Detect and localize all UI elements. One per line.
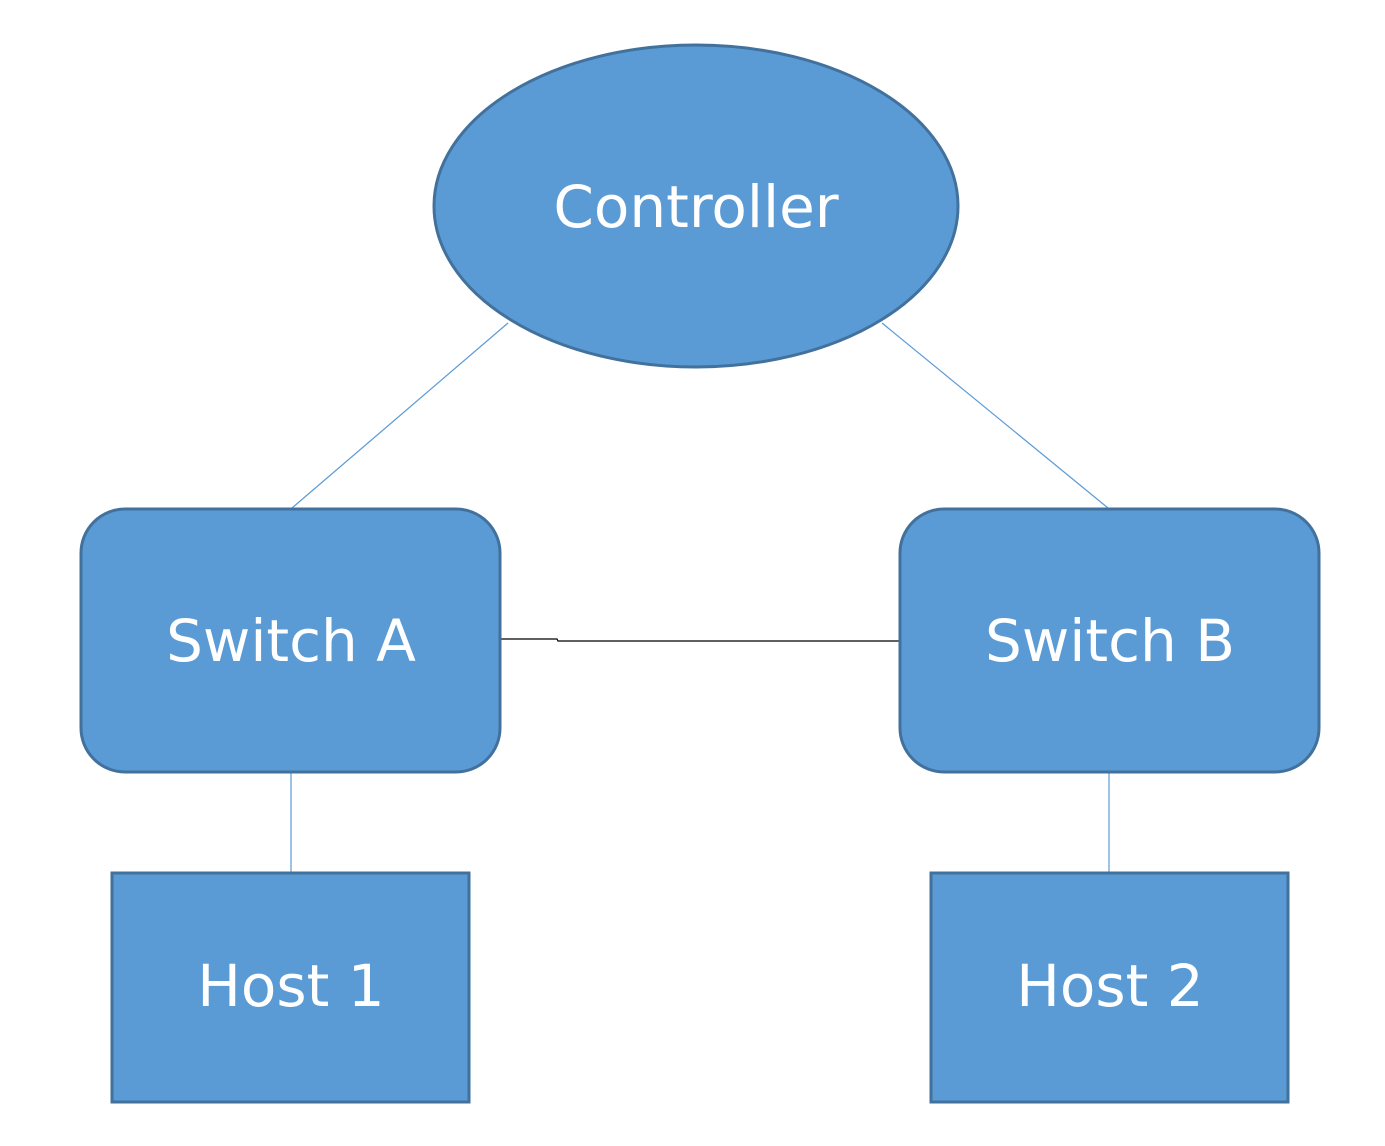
link-controller-switch-a: [291, 322, 509, 509]
switch-b-label: Switch B: [985, 607, 1235, 675]
switch-a-box: [79, 507, 502, 774]
controller-ellipse: [432, 43, 960, 369]
controller-label: Controller: [553, 173, 838, 241]
switch-b-box: [898, 507, 1321, 774]
controller-node[interactable]: Controller: [432, 43, 960, 369]
host-2-label: Host 2: [1016, 952, 1203, 1020]
host-2-box: [929, 871, 1290, 1104]
host-1-label: Host 1: [197, 952, 384, 1020]
switch-b-node[interactable]: Switch B: [898, 507, 1321, 774]
link-controller-switch-b: [881, 322, 1109, 509]
switch-a-label: Switch A: [166, 607, 416, 675]
switch-a-node[interactable]: Switch A: [79, 507, 502, 774]
host-1-box: [110, 871, 471, 1104]
host-1-node[interactable]: Host 1: [110, 871, 471, 1104]
host-2-node[interactable]: Host 2: [929, 871, 1290, 1104]
link-switch-a-switch-b: [500, 638, 900, 642]
